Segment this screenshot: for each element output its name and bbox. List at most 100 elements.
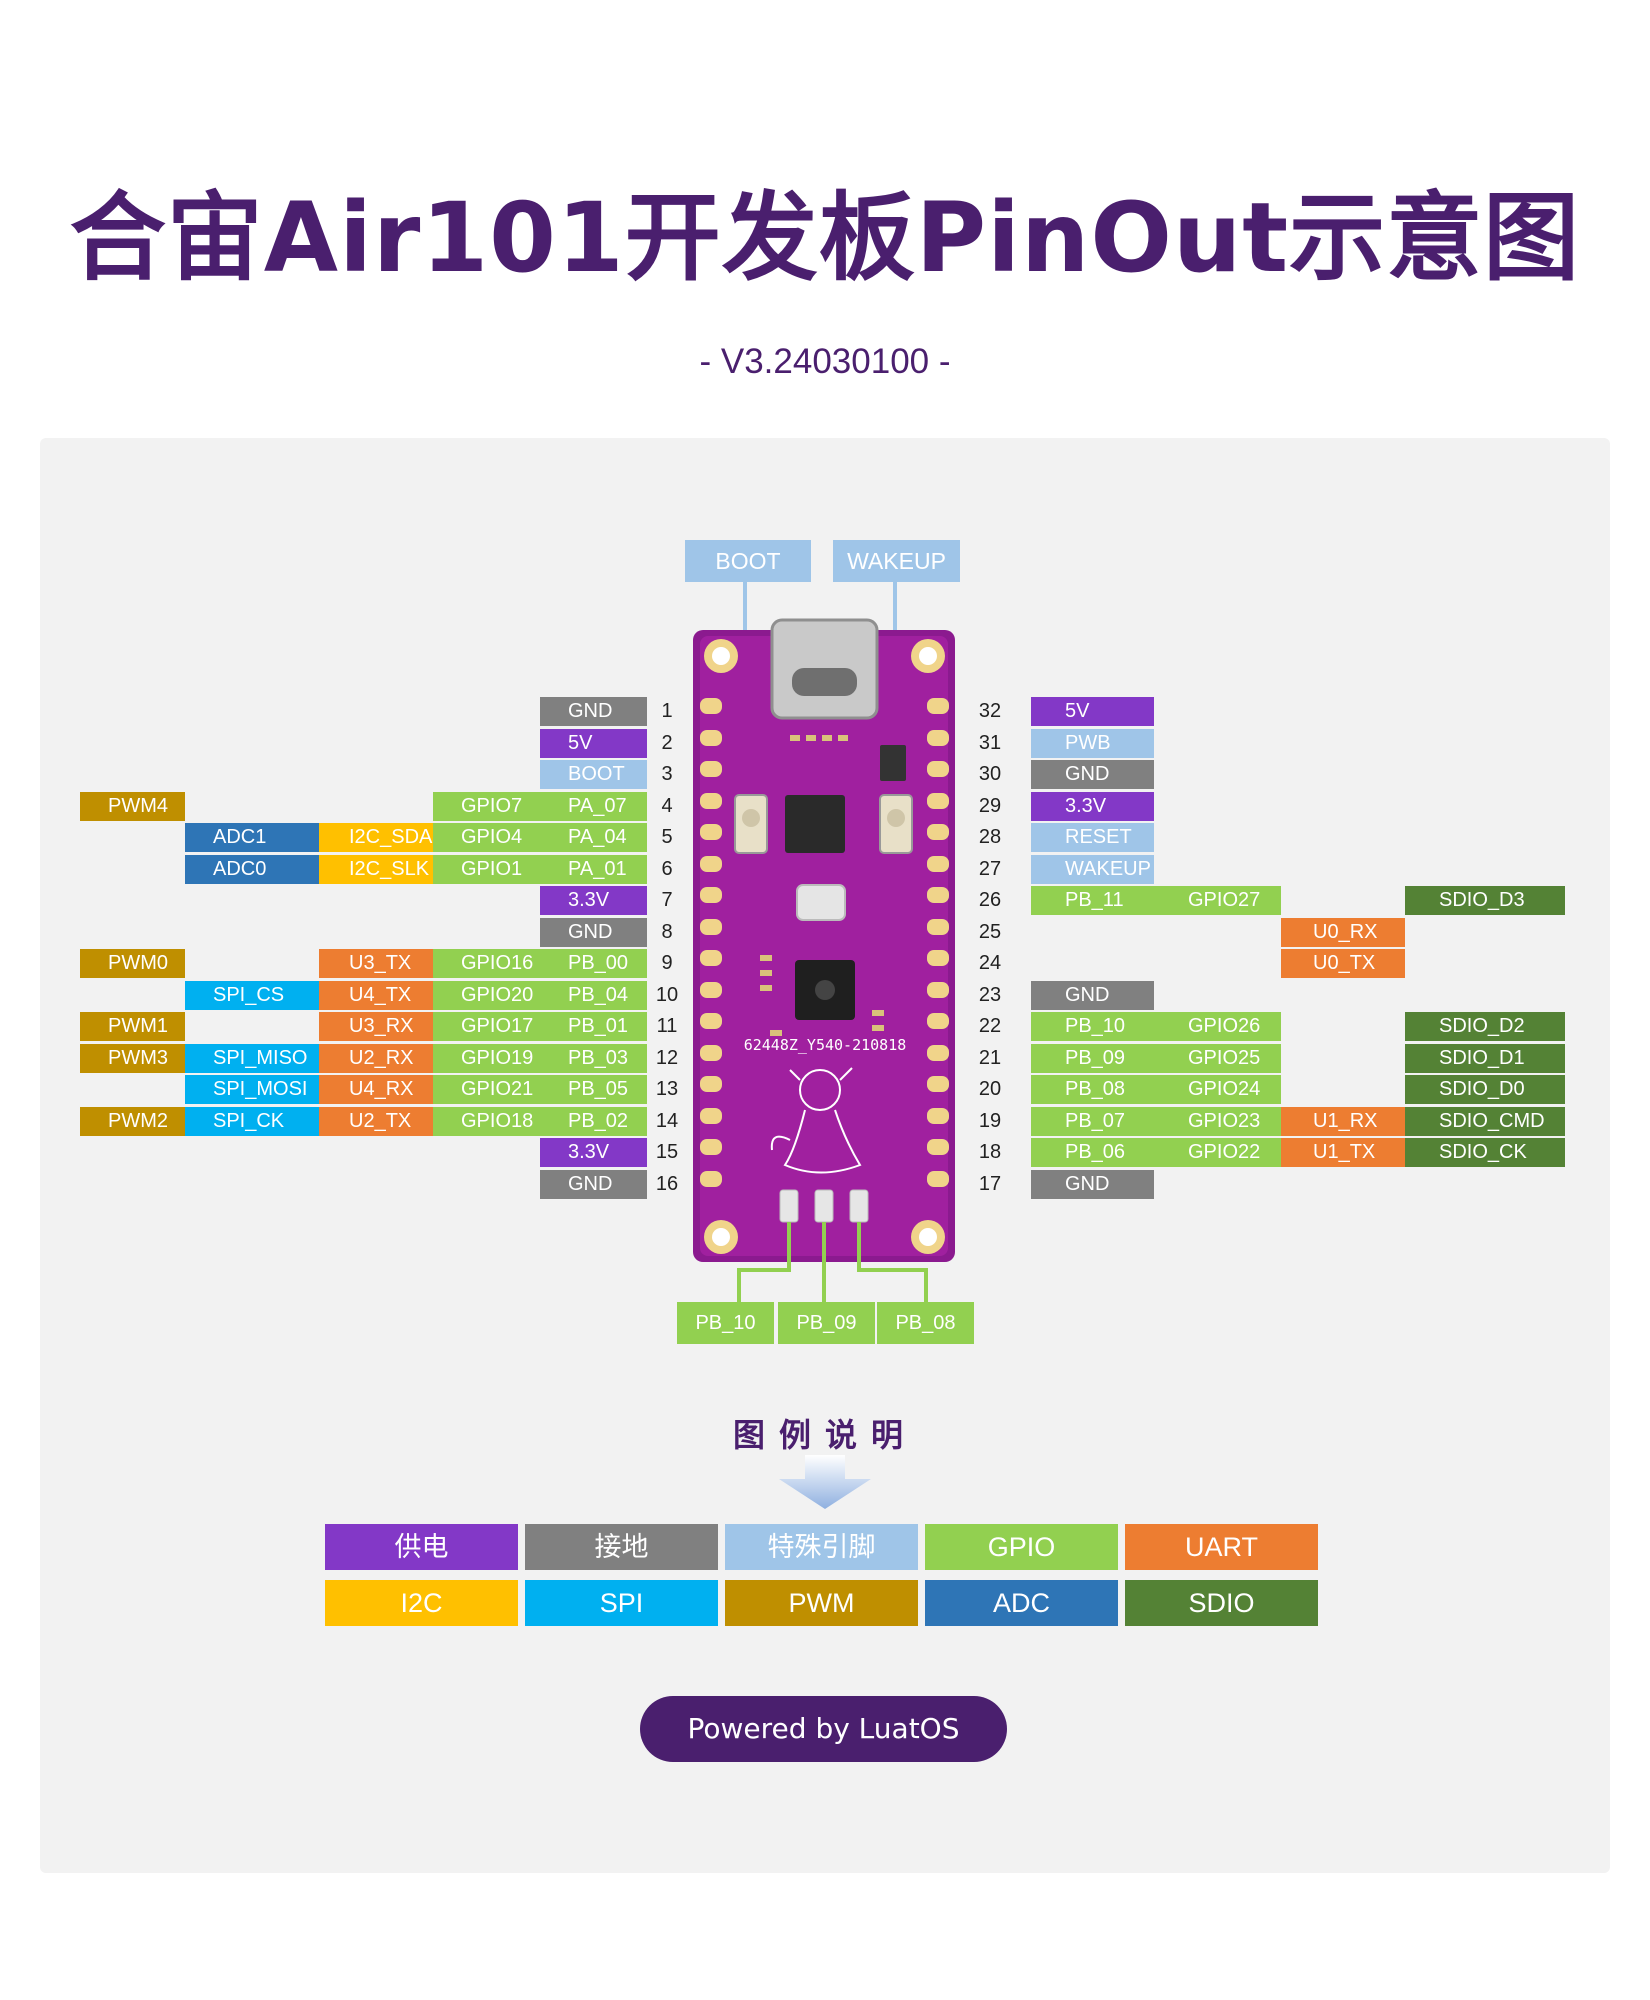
right-pin-number: 18	[978, 1141, 1002, 1163]
left-pin-5-tag-i2c-sda: I2C_SDA	[319, 823, 433, 852]
left-pin-number: 16	[655, 1172, 679, 1195]
left-pin-9-tag-pb-00: PB_00	[540, 949, 647, 978]
left-pin-11-tag-u3-rx: U3_RX	[319, 1012, 433, 1041]
left-pin-number: 13	[655, 1078, 679, 1100]
left-pin-number: 8	[661, 920, 673, 943]
bottom-pin-pb08: PB_08	[877, 1302, 974, 1344]
right-pin-26-tag-pb-11: PB_11	[1031, 886, 1154, 915]
right-pin-21-tag-gpio25: GPIO25	[1154, 1043, 1281, 1073]
left-pin-number: 2	[661, 731, 673, 754]
left-pin-14-tag-gpio18: GPIO18	[433, 1106, 540, 1136]
version-label: - V3.24030100 -	[699, 342, 951, 381]
left-pin-14-tag-spi-ck: SPI_CK	[185, 1106, 319, 1136]
left-pin-5-tag-pa-04: PA_04	[540, 823, 647, 852]
legend-item-power: 供电	[325, 1524, 518, 1570]
powered-by-badge: Powered by LuatOS	[640, 1696, 1007, 1762]
right-pin-18-tag-sdio-ck: SDIO_CK	[1405, 1138, 1565, 1167]
left-pin-number: 4	[661, 794, 673, 817]
left-pin-15-tag-3-3v: 3.3V	[540, 1138, 647, 1167]
right-pin-19-tag-pb-07: PB_07	[1031, 1106, 1154, 1136]
boot-button-label: BOOT	[685, 540, 811, 582]
right-pin-number: 20	[978, 1078, 1002, 1100]
right-pin-number: 25	[978, 920, 1002, 943]
left-pin-10-tag-pb-04: PB_04	[540, 980, 647, 1010]
right-pin-24-tag-u0-tx: U0_TX	[1281, 949, 1405, 978]
right-pin-number: 17	[978, 1172, 1002, 1195]
left-pin-14-tag-pb-02: PB_02	[540, 1106, 647, 1136]
right-pin-number: 29	[978, 794, 1002, 817]
right-pin-number: 19	[978, 1109, 1002, 1132]
right-pin-number: 21	[978, 1046, 1002, 1069]
left-pin-13-tag-spi-mosi: SPI_MOSI	[185, 1075, 319, 1104]
left-pin-number: 14	[655, 1109, 679, 1132]
left-pin-10-tag-gpio20: GPIO20	[433, 980, 540, 1010]
right-pin-22-tag-pb-10: PB_10	[1031, 1012, 1154, 1041]
left-pin-number: 9	[661, 952, 673, 974]
legend-item-uart: UART	[1125, 1524, 1318, 1570]
right-pin-26-tag-sdio-d3: SDIO_D3	[1405, 886, 1565, 915]
right-pin-number: 27	[978, 857, 1002, 880]
right-pin-26-tag-gpio27: GPIO27	[1154, 886, 1281, 915]
left-pin-14-tag-u2-tx: U2_TX	[319, 1106, 433, 1136]
bottom-pin-pb10: PB_10	[677, 1302, 774, 1344]
left-pin-number: 5	[661, 826, 673, 848]
page-title: 合宙Air101开发板PinOut示意图	[69, 182, 1581, 294]
left-pin-4-tag-pwm4: PWM4	[80, 791, 185, 821]
right-pin-number: 23	[978, 983, 1002, 1006]
board-illustration: 62448Z_Y540-210818	[693, 582, 955, 1302]
right-pin-22-tag-sdio-d2: SDIO_D2	[1405, 1012, 1565, 1041]
left-pin-5-tag-adc1: ADC1	[185, 823, 319, 852]
legend-item-special: 特殊引脚	[725, 1524, 918, 1570]
left-pin-12-tag-u2-rx: U2_RX	[319, 1043, 433, 1073]
left-pin-11-tag-pb-01: PB_01	[540, 1012, 647, 1041]
right-pin-22-tag-gpio26: GPIO26	[1154, 1012, 1281, 1041]
right-pin-19-tag-gpio23: GPIO23	[1154, 1106, 1281, 1136]
wakeup-button-label: WAKEUP	[833, 540, 960, 582]
right-pin-19-tag-u1-rx: U1_RX	[1281, 1106, 1405, 1136]
legend-item-gnd: 接地	[525, 1524, 718, 1570]
left-pin-12-tag-pb-03: PB_03	[540, 1043, 647, 1073]
right-pin-20-tag-gpio24: GPIO24	[1154, 1075, 1281, 1104]
right-pin-27-tag-wakeup: WAKEUP	[1031, 854, 1154, 884]
left-pin-10-tag-u4-tx: U4_TX	[319, 980, 433, 1010]
right-pin-32-tag-5v: 5V	[1031, 697, 1154, 726]
right-pin-18-tag-gpio22: GPIO22	[1154, 1138, 1281, 1167]
left-pin-number: 10	[655, 983, 679, 1006]
left-pin-12-tag-gpio19: GPIO19	[433, 1043, 540, 1073]
left-pin-number: 11	[656, 1015, 678, 1037]
left-pin-10-tag-spi-cs: SPI_CS	[185, 980, 319, 1010]
left-pin-number: 15	[655, 1141, 679, 1163]
left-pin-1-tag-gnd: GND	[540, 697, 647, 726]
left-pin-13-tag-gpio21: GPIO21	[433, 1075, 540, 1104]
left-pin-9-tag-gpio16: GPIO16	[433, 949, 540, 978]
right-pin-18-tag-pb-06: PB_06	[1031, 1138, 1154, 1167]
right-pin-25-tag-u0-rx: U0_RX	[1281, 917, 1405, 947]
legend-item-adc: ADC	[925, 1580, 1118, 1626]
left-pin-4-tag-pa-07: PA_07	[540, 791, 647, 821]
left-pin-11-tag-gpio17: GPIO17	[433, 1012, 540, 1041]
left-pin-4-tag-gpio7: GPIO7	[433, 791, 540, 821]
mascot-outline-icon	[770, 1067, 862, 1174]
right-pin-number: 26	[978, 889, 1002, 911]
right-pin-21-tag-sdio-d1: SDIO_D1	[1405, 1043, 1565, 1073]
left-pin-number: 7	[661, 889, 673, 911]
left-pin-6-tag-i2c-slk: I2C_SLK	[319, 854, 433, 884]
right-pin-29-tag-3-3v: 3.3V	[1031, 791, 1154, 821]
left-pin-number: 1	[661, 700, 673, 722]
left-pin-11-tag-pwm1: PWM1	[80, 1012, 185, 1041]
legend-title: 图例说明	[732, 1416, 917, 1454]
right-pin-21-tag-pb-09: PB_09	[1031, 1043, 1154, 1073]
left-pin-6-tag-pa-01: PA_01	[540, 854, 647, 884]
bottom-pin-pb09: PB_09	[778, 1302, 875, 1344]
legend-arrow-icon	[779, 1455, 871, 1509]
left-pin-12-tag-spi-miso: SPI_MISO	[185, 1043, 319, 1073]
right-pin-number: 28	[978, 826, 1002, 848]
right-pin-number: 22	[978, 1015, 1002, 1037]
right-pin-28-tag-reset: RESET	[1031, 823, 1154, 852]
left-pin-5-tag-gpio4: GPIO4	[433, 823, 540, 852]
legend-item-i2c: I2C	[325, 1580, 518, 1626]
right-pin-number: 24	[978, 952, 1002, 974]
left-pin-13-tag-u4-rx: U4_RX	[319, 1075, 433, 1104]
legend-item-gpio: GPIO	[925, 1524, 1118, 1570]
legend-item-sdio: SDIO	[1125, 1580, 1318, 1626]
